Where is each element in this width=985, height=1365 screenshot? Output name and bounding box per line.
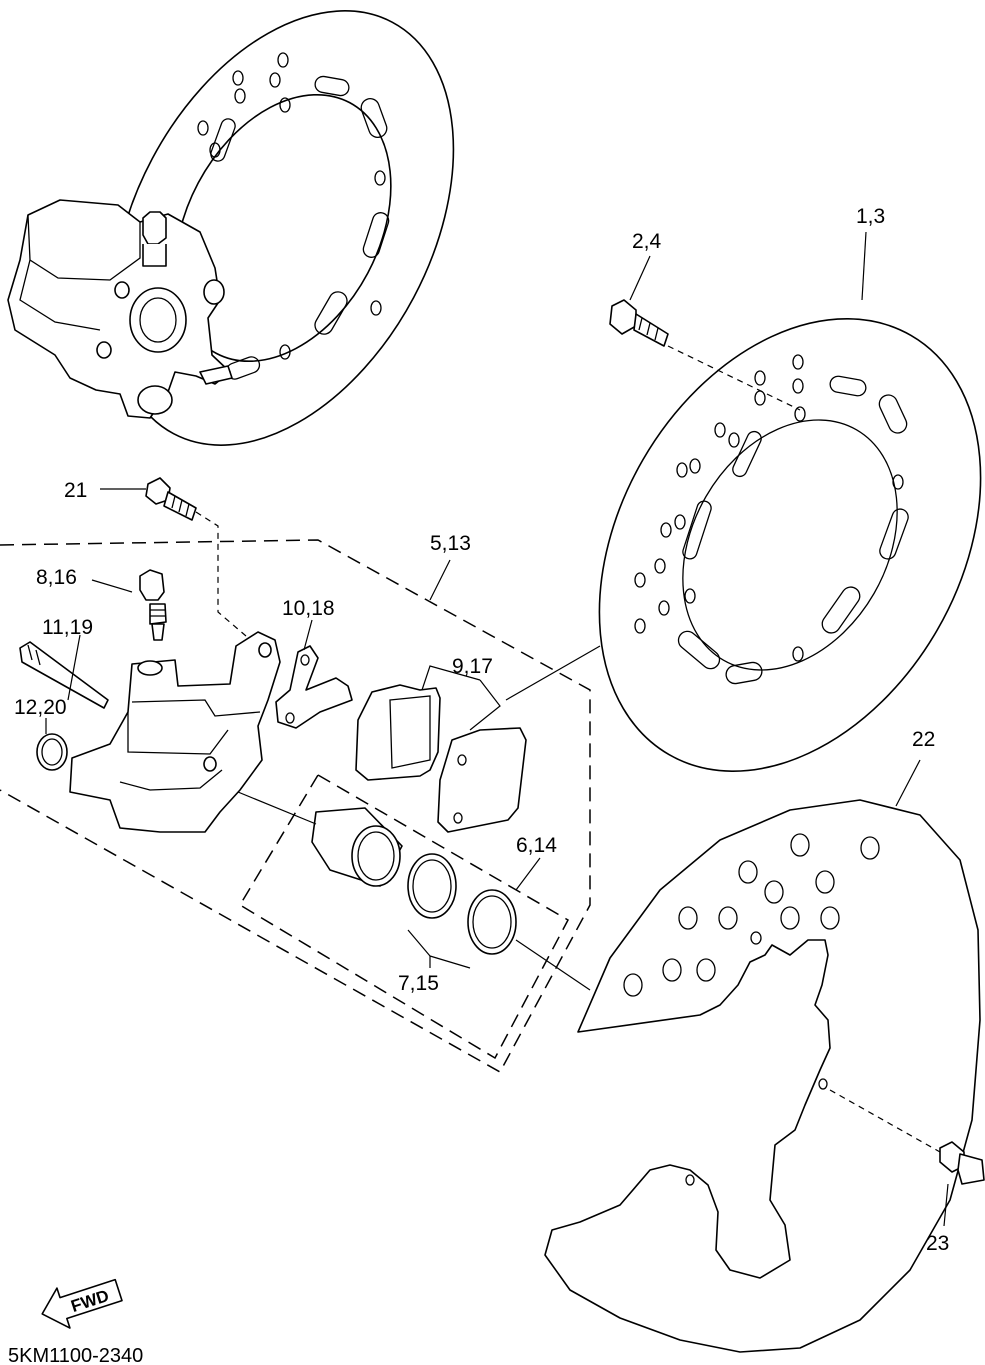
cover-bolt bbox=[939, 1141, 985, 1185]
piston-seal bbox=[407, 853, 457, 919]
piston bbox=[311, 807, 403, 887]
bleed-screw bbox=[139, 569, 167, 641]
callout-8-16: 8,16 bbox=[36, 566, 77, 589]
brake-disc bbox=[598, 318, 982, 772]
caliper-assembly-boundary bbox=[0, 539, 591, 1074]
forward-arrow-icon: FWD bbox=[41, 1278, 123, 1329]
caliper-body bbox=[69, 631, 281, 833]
callout-11-19: 11,19 bbox=[42, 616, 93, 639]
callout-2-4: 2,4 bbox=[632, 230, 662, 253]
disc-screw bbox=[609, 299, 669, 347]
piston-seal-boundary bbox=[238, 773, 570, 1060]
brake-pads bbox=[355, 684, 527, 833]
pad-spring bbox=[275, 645, 353, 729]
leader-lines bbox=[45, 231, 949, 1227]
assembled-caliper bbox=[7, 199, 233, 419]
callout-1-3: 1,3 bbox=[856, 205, 885, 228]
callout-21: 21 bbox=[64, 479, 87, 502]
guide-pin bbox=[19, 641, 109, 709]
piston-dust-seal bbox=[467, 889, 517, 955]
callout-22: 22 bbox=[912, 728, 935, 751]
callout-10-18: 10,18 bbox=[282, 597, 335, 620]
callout-23: 23 bbox=[926, 1232, 949, 1255]
callout-12-20: 12,20 bbox=[14, 696, 67, 719]
callout-9-17: 9,17 bbox=[452, 655, 493, 678]
dust-seal bbox=[36, 733, 68, 771]
disc-cover bbox=[544, 799, 981, 1353]
diagram-code: 5KM1100-2340 bbox=[8, 1345, 143, 1365]
caliper-bolt bbox=[145, 477, 197, 521]
callout-7-15: 7,15 bbox=[398, 972, 439, 995]
callout-6-14: 6,14 bbox=[516, 834, 557, 857]
callout-5-13: 5,13 bbox=[430, 532, 471, 555]
